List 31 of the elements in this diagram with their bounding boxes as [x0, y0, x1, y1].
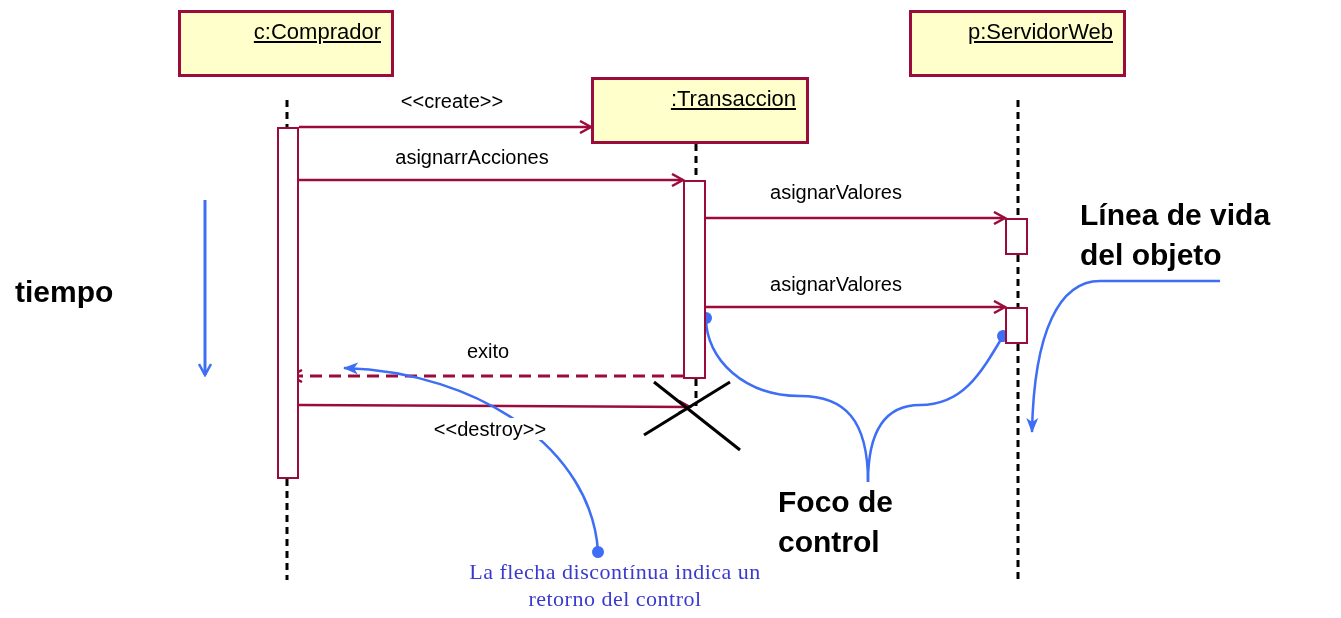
destroy-cross: [642, 380, 742, 452]
axis-label: tiempo: [15, 274, 114, 310]
message-arrow: [706, 299, 1007, 315]
activation-bar: [277, 127, 299, 479]
activation-bar: [1005, 218, 1028, 255]
callout-text: La flecha discontínua indica un retorno del control: [468, 558, 762, 612]
object-box: [591, 77, 809, 144]
lifeline: [1016, 100, 1020, 218]
activation-bar: [1005, 307, 1028, 344]
lifeline: [285, 100, 289, 127]
lifeline: [285, 479, 289, 580]
callout-text: Línea de vida del objeto: [1080, 197, 1272, 273]
object-name: p:ServidorWeb: [967, 19, 1113, 44]
message-arrow: [299, 172, 685, 188]
activation-bar: [683, 180, 706, 379]
edge-label: asignarrAcciones: [393, 146, 551, 168]
object-box: [178, 10, 394, 77]
object-name: :Transaccion: [670, 86, 796, 111]
edge-label: asignarValores: [768, 181, 904, 203]
message-arrow: [706, 210, 1007, 226]
object-name: c:Comprador: [253, 19, 381, 44]
lifeline: [1016, 344, 1020, 580]
edge-label: <<destroy>>: [431, 418, 549, 440]
lifeline: [1016, 255, 1020, 307]
edge-label: asignarValores: [768, 273, 904, 295]
lifeline: [694, 379, 698, 406]
message-arrow: [299, 119, 593, 135]
leader-line: [343, 363, 604, 558]
callout-text: Foco de control: [778, 484, 894, 560]
leader-line: [1026, 279, 1220, 433]
object-box: [909, 10, 1126, 77]
